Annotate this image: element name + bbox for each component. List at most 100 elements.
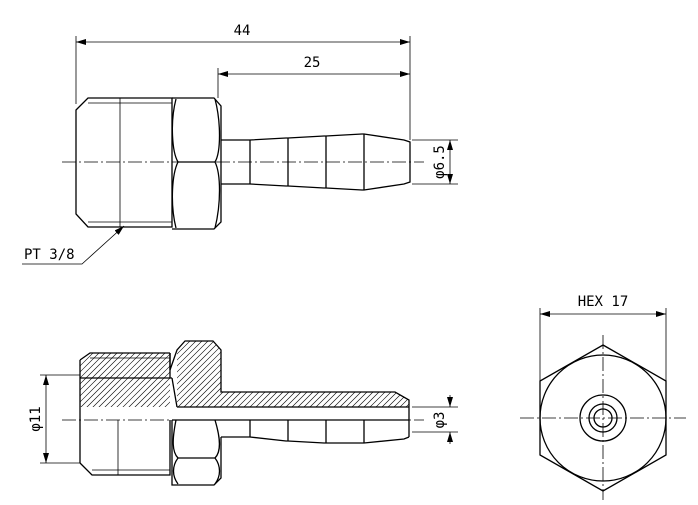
hatch-line — [177, 341, 218, 407]
hatch-line — [101, 353, 163, 407]
hatch-line — [177, 341, 194, 407]
hatch-line — [177, 341, 224, 407]
section-hex-barb-top — [169, 340, 410, 437]
section-thread-top — [79, 352, 170, 361]
section-hex-chamfer-left — [172, 419, 179, 485]
dim-6-5-label: φ6.5 — [432, 145, 448, 179]
hatch-line — [177, 341, 200, 407]
hatch-line — [119, 353, 170, 407]
hatch-line — [137, 353, 170, 407]
hatch-line — [222, 341, 296, 407]
hatch-line — [80, 353, 103, 407]
hatch-line — [240, 341, 314, 407]
hatch-line — [80, 353, 121, 407]
hatch-line — [177, 341, 212, 407]
hatch-line — [177, 341, 206, 407]
hatch-line — [177, 341, 248, 407]
hatch-line — [89, 353, 151, 407]
hatch-line — [282, 341, 356, 407]
hatch-line — [180, 341, 254, 407]
dim-11-label: φ11 — [28, 406, 44, 431]
hatch-line — [177, 341, 242, 407]
hatch-line — [234, 341, 308, 407]
hatch-line — [80, 353, 85, 407]
hatch-line — [300, 341, 374, 407]
hatch-line — [408, 341, 409, 407]
hatch-line — [155, 353, 170, 407]
hatch-line — [216, 341, 290, 407]
hatch-line — [204, 341, 278, 407]
hatch-line — [149, 353, 170, 407]
hatch-line — [95, 353, 157, 407]
dim-hex-label: HEX 17 — [578, 294, 629, 310]
hatch-line — [390, 341, 409, 407]
section-hex-chamfer-right — [214, 419, 221, 485]
hatch-line — [113, 353, 170, 407]
hatch-line — [125, 353, 170, 407]
hatch-line — [366, 341, 409, 407]
hatch-line — [342, 341, 409, 407]
section-thread-bottom — [79, 420, 171, 476]
section-hex-bottom — [171, 420, 222, 486]
hatch-line — [318, 341, 392, 407]
hatch-line — [264, 341, 338, 407]
hatch-line — [174, 350, 234, 410]
hatch-line — [167, 353, 170, 407]
hatch-line — [348, 341, 409, 407]
hatch-line — [378, 341, 409, 407]
thread-label: PT 3/8 — [24, 247, 75, 263]
hatch-line — [258, 341, 332, 407]
hatch-line — [161, 353, 170, 407]
dim-3-label: φ3 — [432, 412, 448, 429]
hatch-line — [131, 353, 170, 407]
hatch-line — [384, 341, 409, 407]
section-view: φ11 φ3 — [18, 340, 458, 486]
hatch-line — [330, 341, 404, 407]
hatch-line — [294, 341, 368, 407]
hex-wall-hatch — [177, 341, 409, 407]
dim-44-label: 44 — [234, 23, 251, 39]
hatch-line — [336, 341, 409, 407]
hatch-line — [80, 353, 115, 407]
hatch-line — [288, 341, 362, 407]
hatch-line — [186, 341, 260, 407]
hatch-line — [83, 353, 145, 407]
hatch-line — [80, 353, 139, 407]
hatch-line — [80, 353, 127, 407]
hatch-line — [18, 350, 78, 410]
section-barb-bottom — [221, 436, 410, 444]
hatch-line — [177, 341, 230, 407]
hatch-line — [210, 341, 284, 407]
hatch-line — [276, 341, 350, 407]
end-view: HEX 17 — [520, 294, 686, 500]
hatch-line — [198, 341, 272, 407]
hatch-line — [360, 341, 409, 407]
section-bore-cone — [171, 377, 178, 408]
hex-chamfer-right — [214, 98, 221, 229]
hatch-line — [306, 341, 380, 407]
hex-outline — [172, 97, 222, 230]
top-view: 44 25 φ6.5 PT 3/8 — [22, 23, 458, 265]
hatch-line — [80, 353, 133, 407]
dim-25-label: 25 — [304, 55, 321, 71]
hatch-line — [312, 341, 386, 407]
hatch-line — [107, 353, 169, 407]
hatch-line — [252, 341, 326, 407]
hatch-line — [324, 341, 398, 407]
hatch-line — [143, 353, 170, 407]
hatch-line — [177, 341, 236, 407]
hatch-line — [402, 341, 409, 407]
hex-chamfer-left — [171, 98, 179, 229]
hatch-line — [192, 341, 266, 407]
hatch-line — [228, 341, 302, 407]
hatch-line — [80, 353, 109, 407]
thread-body-outline — [75, 97, 173, 228]
thread-wall-hatch — [18, 350, 234, 410]
hatch-line — [372, 341, 409, 407]
hatch-line — [354, 341, 409, 407]
hatch-line — [246, 341, 320, 407]
thread-leader — [22, 225, 125, 265]
hatch-line — [270, 341, 344, 407]
hatch-line — [80, 353, 97, 407]
